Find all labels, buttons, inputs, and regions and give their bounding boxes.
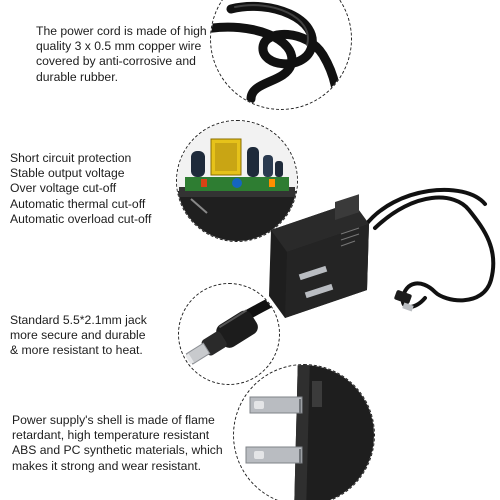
protection-feature-item: Short circuit protection: [10, 151, 132, 165]
ac-adapter-image: [255, 180, 500, 350]
barrel-jack-closeup-image: [178, 283, 280, 385]
protection-feature-list: Short circuit protection Stable output v…: [10, 151, 180, 227]
cord-feature-line: The power cord is made of high: [36, 24, 207, 38]
shell-feature-text: Power supply's shell is made of flame re…: [12, 413, 262, 474]
shell-feature-line: ABS and PC synthetic materials, which: [12, 443, 223, 458]
cord-feature-line: durable rubber.: [36, 69, 118, 84]
jack-feature-text: Standard 5.5*2.1mm jack more secure and …: [10, 313, 180, 359]
cord-feature-text: The power cord is made of high quality 3…: [36, 24, 226, 85]
cord-closeup-image: [210, 0, 352, 110]
coiled-cable-icon: [211, 1, 342, 109]
jack-feature-line: more secure and durable: [10, 328, 146, 343]
shell-feature-line: Power supply's shell is made of flame: [12, 413, 215, 427]
plug-prong-closeup-image: [233, 364, 375, 500]
barrel-jack-icon: [185, 292, 279, 365]
protection-feature-item: Over voltage cut-off: [10, 181, 117, 196]
jack-feature-line: Standard 5.5*2.1mm jack: [10, 313, 147, 327]
cord-feature-line: quality 3 x 0.5 mm copper wire: [36, 39, 202, 54]
protection-feature-item: Automatic overload cut-off: [10, 211, 152, 226]
shell-feature-line: makes it strong and wear resistant.: [12, 458, 201, 473]
protection-feature-item: Automatic thermal cut-off: [10, 196, 146, 211]
shell-feature-line: retardant, high temperature resistant: [12, 428, 210, 443]
cord-feature-line: covered by anti-corrosive and: [36, 54, 196, 69]
ac-adapter-icon: [269, 187, 496, 318]
protection-feature-item: Stable output voltage: [10, 166, 125, 181]
jack-feature-line: & more resistant to heat.: [10, 343, 143, 358]
plug-prong-icon: [245, 365, 374, 500]
